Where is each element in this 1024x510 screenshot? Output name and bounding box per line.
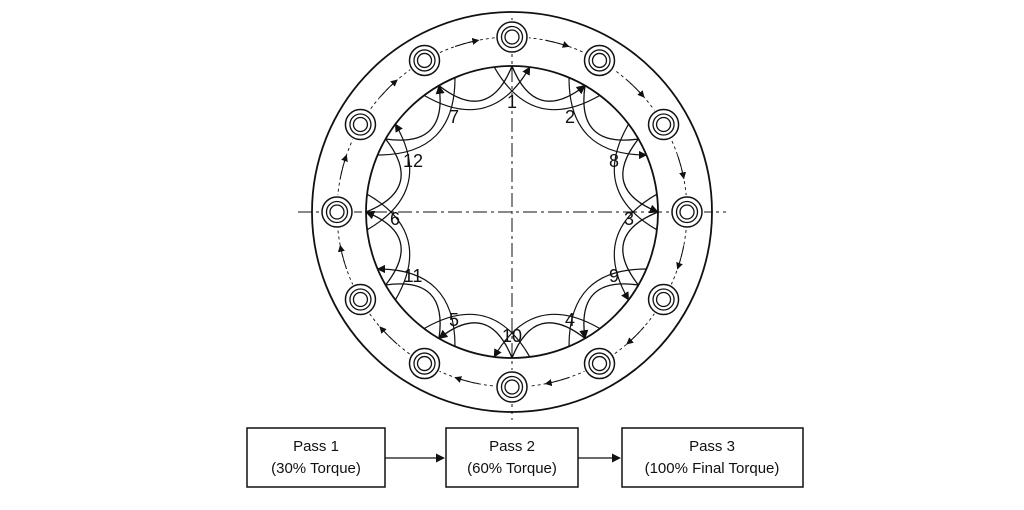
pass-2-torque: (60% Torque) — [467, 460, 557, 477]
bolt-circle-arrows — [337, 37, 687, 387]
pass-1-box: Pass 1 (30% Torque) — [246, 427, 386, 488]
bolt-circle-arrow — [337, 244, 347, 270]
sequence-number-12: 12 — [403, 151, 423, 171]
sequence-arc — [511, 322, 586, 359]
sequence-arc — [583, 85, 639, 141]
sequence-arc — [579, 283, 639, 340]
sequence-arc — [511, 65, 586, 102]
bolt — [646, 107, 681, 142]
sequence-arc — [568, 77, 648, 160]
flange-outer-ring — [311, 11, 713, 413]
sequence-arc — [366, 123, 411, 231]
pass-3-title: Pass 3 — [689, 438, 735, 455]
bolt-circle-arrow — [626, 79, 645, 98]
sequence-arc — [423, 66, 531, 111]
bolt — [343, 282, 378, 317]
sequence-number-9: 9 — [609, 266, 619, 286]
pass-1-torque: (30% Torque) — [271, 460, 361, 477]
bolt-circle-arrow — [544, 377, 570, 387]
bolt-circle-arrow — [339, 154, 348, 179]
bolt — [407, 346, 442, 381]
bolt — [495, 370, 529, 404]
bolt-circle-arrow — [379, 326, 398, 345]
sequence-arc — [385, 283, 441, 339]
bolt — [670, 195, 704, 229]
bolt-circle-arrow — [454, 37, 480, 47]
bolt-circle-arrow — [379, 79, 398, 98]
sequence-arc — [423, 313, 531, 358]
bolt — [320, 195, 354, 229]
sequence-number-1: 1 — [507, 92, 517, 112]
bolt-circle-arrow — [676, 245, 685, 270]
pass-2-box: Pass 2 (60% Torque) — [445, 427, 579, 488]
sequence-arc — [493, 313, 601, 358]
sequence-number-5: 5 — [449, 310, 459, 330]
sequence-arc — [493, 66, 601, 111]
sequence-arc — [377, 77, 456, 156]
bolt — [646, 282, 681, 317]
sequence-arc — [613, 123, 658, 231]
sequence-petal-arcs — [365, 65, 659, 359]
sequence-number-6: 6 — [390, 209, 400, 229]
sequence-arc — [365, 210, 402, 286]
sequence-arc — [385, 84, 445, 141]
sequence-number-10: 10 — [502, 326, 522, 346]
bolt-circle-arrow — [545, 39, 570, 48]
sequence-arc — [622, 211, 659, 286]
bolt-circle-arrow — [677, 154, 687, 180]
bolt — [582, 346, 617, 381]
pass-1-title: Pass 1 — [293, 438, 339, 455]
sequence-arc — [568, 268, 647, 347]
bolt — [495, 20, 529, 54]
pass-3-box: Pass 3 (100% Final Torque) — [621, 427, 804, 488]
pass-3-torque: (100% Final Torque) — [645, 460, 780, 477]
sequence-arc — [613, 193, 658, 301]
sequence-number-11: 11 — [404, 266, 423, 286]
sequence-arc — [366, 193, 411, 301]
pass-2-title: Pass 2 — [489, 438, 535, 455]
bolt — [343, 107, 378, 142]
sequence-number-7: 7 — [449, 107, 459, 127]
bolt-circle-arrow — [626, 326, 645, 345]
sequence-arc — [376, 264, 456, 347]
sequence-arc — [438, 322, 513, 359]
sequence-number-3: 3 — [624, 209, 634, 229]
sequence-arc — [622, 138, 659, 214]
bolt — [582, 43, 617, 78]
bolt — [407, 43, 442, 78]
sequence-number-8: 8 — [609, 151, 619, 171]
bolt-circle-arrow — [454, 376, 479, 385]
sequence-number-4: 4 — [565, 310, 575, 330]
sequence-number-2: 2 — [565, 107, 575, 127]
sequence-arc — [438, 65, 513, 102]
bolt-group — [320, 20, 704, 404]
sequence-arc — [365, 138, 402, 213]
